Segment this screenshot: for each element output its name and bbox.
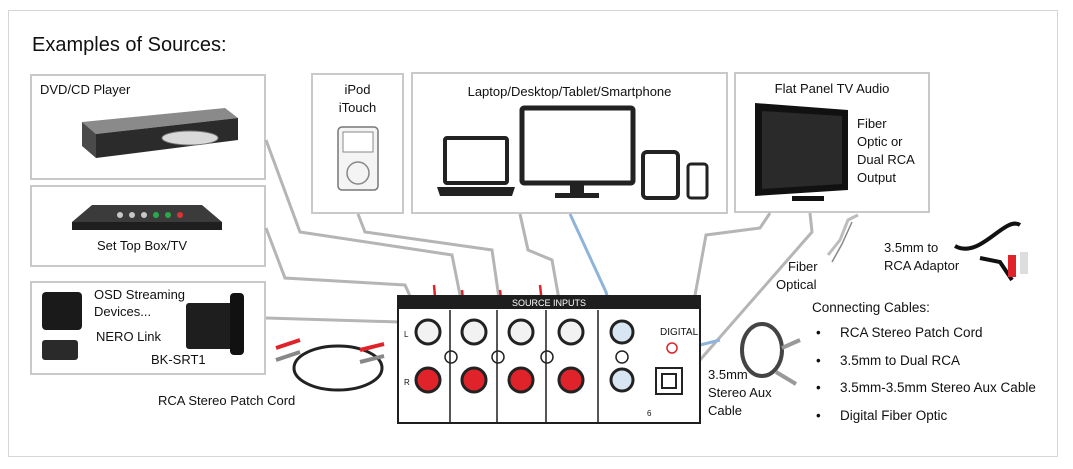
rca-patch-label: RCA Stereo Patch Cord [158, 393, 296, 408]
aux-label-2: Stereo Aux [708, 385, 772, 400]
set-top-box-icon [72, 205, 222, 230]
aux-label-1: 3.5mm [708, 367, 748, 382]
list-item: •3.5mm-3.5mm Stereo Aux Cable [816, 380, 1036, 395]
adaptor-label-2: RCA Adaptor [884, 258, 960, 273]
osd-label-1: OSD Streaming [94, 287, 186, 302]
bullet-dot: • [816, 352, 821, 368]
fiber-label-1: Fiber [788, 259, 818, 274]
computers-label: Laptop/Desktop/Tablet/Smartphone [467, 84, 672, 99]
fiber-label-2: Optical [776, 277, 817, 292]
tv-output-1: Fiber [857, 116, 887, 131]
set-top-box-label: Set Top Box/TV [97, 238, 188, 253]
list-item: •RCA Stereo Patch Cord [816, 325, 983, 340]
tv-output-4: Output [857, 170, 897, 185]
bullet-dot: • [816, 407, 821, 423]
source-inputs-panel [397, 295, 701, 424]
bk-srt1-label: BK-SRT1 [151, 352, 206, 367]
fiber-optical-cable-icon [826, 213, 859, 263]
dvd-label: DVD/CD Player [40, 82, 131, 97]
panel-left-text: L [404, 330, 409, 339]
adaptor-label-1: 3.5mm to [884, 240, 939, 255]
ipod-label-2: iTouch [338, 100, 377, 115]
ipod-label-1: iPod [344, 82, 371, 97]
connecting-cables-heading: Connecting Cables: [812, 300, 930, 315]
flat-tv-icon [755, 103, 848, 201]
bullet-dot: • [816, 325, 821, 340]
diagram-frame [8, 10, 1058, 457]
tv-label: Flat Panel TV Audio [774, 81, 890, 96]
panel-num-text: 6 [647, 409, 652, 418]
smartphone-icon [686, 162, 709, 200]
gray-cables [264, 139, 814, 382]
panel-right-text: R [404, 378, 410, 387]
osd-label-2: Devices... [94, 304, 152, 319]
dvd-player-icon [82, 108, 238, 158]
nero-link-label: NERO Link [96, 329, 162, 344]
ipod-icon [337, 126, 379, 191]
connecting-cables-list: Connecting Cables: •RCA Stereo Patch Cor… [812, 300, 1036, 435]
diagram-title: Examples of Sources: [32, 34, 227, 56]
bullet-dot: • [816, 380, 821, 395]
aux-label-3: Cable [708, 403, 742, 418]
stereo-aux-cable-icon [740, 322, 801, 386]
tablet-icon [641, 150, 680, 200]
rca-patch-cord-icon [275, 338, 385, 392]
tv-output-2: Optic or [857, 134, 903, 149]
panel-digital-text: DIGITAL [660, 327, 699, 338]
streaming-devices-icon [42, 292, 244, 360]
list-item: •3.5mm to Dual RCA [816, 352, 961, 368]
tv-output-3: Dual RCA [857, 152, 915, 167]
list-item: •Digital Fiber Optic [816, 407, 948, 423]
rca-adaptor-icon [954, 221, 1028, 282]
panel-header-text: SOURCE INPUTS [512, 298, 586, 308]
laptop-icon [437, 136, 515, 196]
desktop-icon [519, 105, 636, 198]
